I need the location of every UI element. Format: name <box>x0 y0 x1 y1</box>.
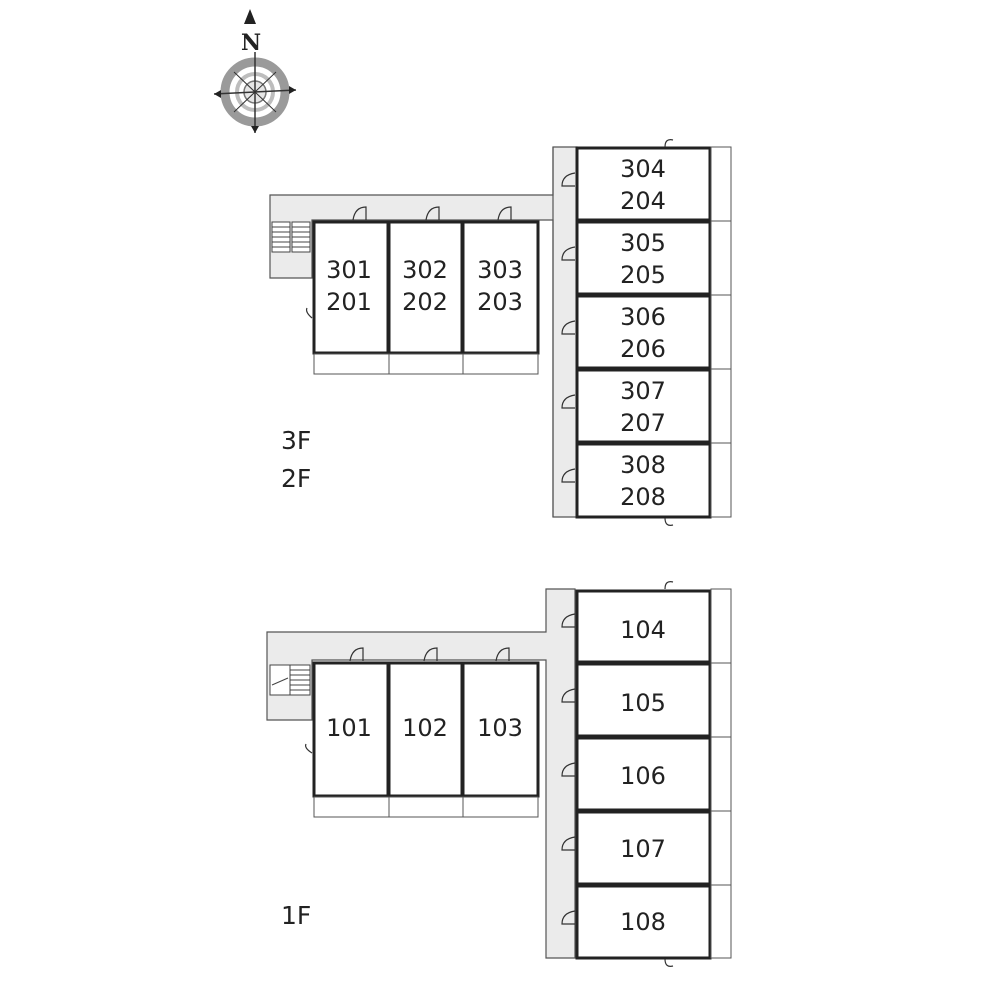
unit-label-102: 102 <box>402 714 448 742</box>
unit-label-106: 106 <box>620 762 666 790</box>
ground-floor-plan <box>266 581 732 967</box>
unit-306-206 <box>575 294 712 370</box>
floor-label-2f: 2F <box>281 464 311 493</box>
garden-strip <box>710 588 732 959</box>
unit-105 <box>575 662 712 738</box>
floor-label-1f: 1F <box>281 901 311 930</box>
compass-rose-icon <box>213 9 297 133</box>
door-icons <box>305 139 674 526</box>
upper-stair-icon <box>271 221 311 253</box>
garden <box>388 796 464 818</box>
unit-307-207 <box>575 368 712 444</box>
unit-107 <box>575 810 712 886</box>
unit-label-105: 105 <box>620 689 666 717</box>
unit-106 <box>575 736 712 812</box>
unit-label-301: 301 <box>326 256 372 284</box>
unit-label-201: 201 <box>326 288 372 316</box>
unit-label-104: 104 <box>620 616 666 644</box>
unit-101 <box>312 661 390 798</box>
upper-floor-plan <box>269 139 732 526</box>
balcony-strip <box>710 146 732 518</box>
balcony <box>388 353 464 375</box>
unit-label-205: 205 <box>620 261 666 289</box>
unit-305-205 <box>575 220 712 296</box>
unit-label-208: 208 <box>620 483 666 511</box>
balcony <box>462 353 539 375</box>
unit-label-307: 307 <box>620 377 666 405</box>
unit-label-306: 306 <box>620 303 666 331</box>
unit-label-107: 107 <box>620 835 666 863</box>
unit-304-204 <box>575 146 712 222</box>
unit-label-206: 206 <box>620 335 666 363</box>
garden <box>313 796 390 818</box>
garden <box>462 796 539 818</box>
unit-label-308: 308 <box>620 451 666 479</box>
compass-north-label: N <box>241 30 261 56</box>
unit-308-208 <box>575 442 712 519</box>
unit-108 <box>575 884 712 960</box>
unit-label-303: 303 <box>477 256 523 284</box>
unit-302-202 <box>387 220 464 355</box>
ground-corridor <box>266 588 576 959</box>
unit-104 <box>575 589 712 664</box>
ground-stair-icon <box>269 664 311 696</box>
unit-label-203: 203 <box>477 288 523 316</box>
unit-label-108: 108 <box>620 908 666 936</box>
unit-label-302: 302 <box>402 256 448 284</box>
unit-label-103: 103 <box>477 714 523 742</box>
floor-label-3f: 3F <box>281 426 311 455</box>
unit-label-305: 305 <box>620 229 666 257</box>
unit-303-203 <box>461 220 540 355</box>
balcony <box>313 353 390 375</box>
unit-label-101: 101 <box>326 714 372 742</box>
unit-label-304: 304 <box>620 155 666 183</box>
unit-label-204: 204 <box>620 187 666 215</box>
unit-label-207: 207 <box>620 409 666 437</box>
unit-301-201 <box>312 220 390 355</box>
unit-103 <box>461 661 540 798</box>
unit-label-202: 202 <box>402 288 448 316</box>
door-icons <box>305 581 674 967</box>
